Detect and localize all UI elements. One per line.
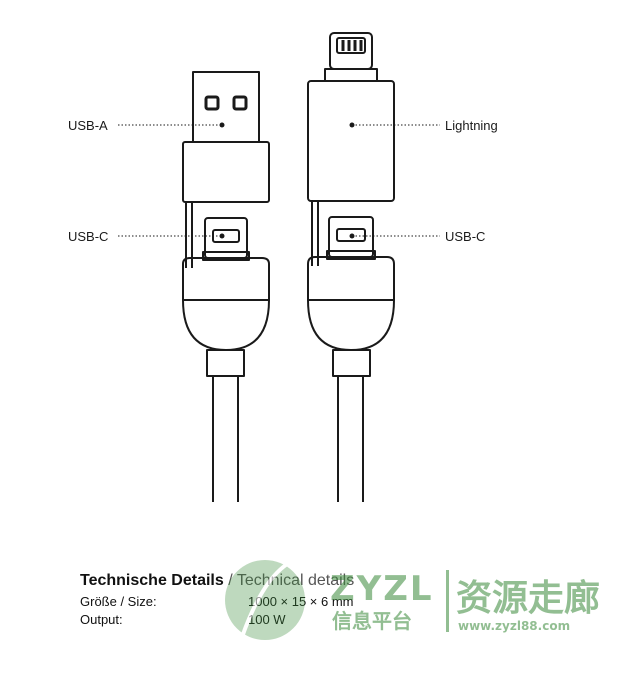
detail-row-output: Output: 100 W [80, 611, 354, 629]
usb-a-plug [192, 71, 260, 143]
watermark-cn-small: 信息平台 [332, 609, 412, 633]
heading-de: Technische Details [80, 572, 224, 589]
left-boot [182, 257, 270, 351]
label-usb-c-right: USB-C [445, 229, 485, 244]
detail-key: Größe / Size: [80, 594, 157, 609]
left-usb-c-neck [202, 251, 250, 261]
left-cable [212, 376, 239, 502]
left-connector [182, 71, 270, 502]
watermark: ZYZL 信息平台 资源走廊 www.zyzl88.com [225, 556, 600, 644]
cable-diagram: USB-A USB-C Lightning USB-C [68, 32, 498, 502]
usb-a-contact-right [232, 95, 248, 111]
watermark-cn-big: 资源走廊 [456, 578, 600, 619]
watermark-latin: ZYZL [330, 569, 434, 609]
detail-value: 1000 × 15 × 6 mm [248, 594, 354, 609]
right-usb-c-neck [326, 250, 376, 260]
right-strain-relief [332, 349, 371, 377]
label-usb-c-left: USB-C [68, 229, 108, 244]
watermark-url: www.zyzl88.com [458, 619, 570, 633]
right-connector [307, 32, 395, 502]
right-usb-c-port [336, 228, 366, 242]
usb-a-contact-left [204, 95, 220, 111]
right-tether [311, 201, 319, 266]
label-lightning: Lightning [445, 118, 498, 133]
lightning-collar [324, 68, 378, 82]
detail-value: 100 W [248, 612, 286, 627]
right-boot [307, 256, 395, 351]
heading-separator: / [224, 572, 237, 589]
usb-a-adapter-body [182, 141, 270, 203]
left-strain-relief [206, 349, 245, 377]
right-cable [337, 376, 364, 502]
label-usb-a: USB-A [68, 118, 108, 133]
lightning-adapter-body [307, 80, 395, 202]
detail-key: Output: [80, 612, 123, 627]
detail-row-size: Größe / Size: 1000 × 15 × 6 mm [80, 593, 354, 611]
watermark-logo-icon [225, 560, 305, 640]
